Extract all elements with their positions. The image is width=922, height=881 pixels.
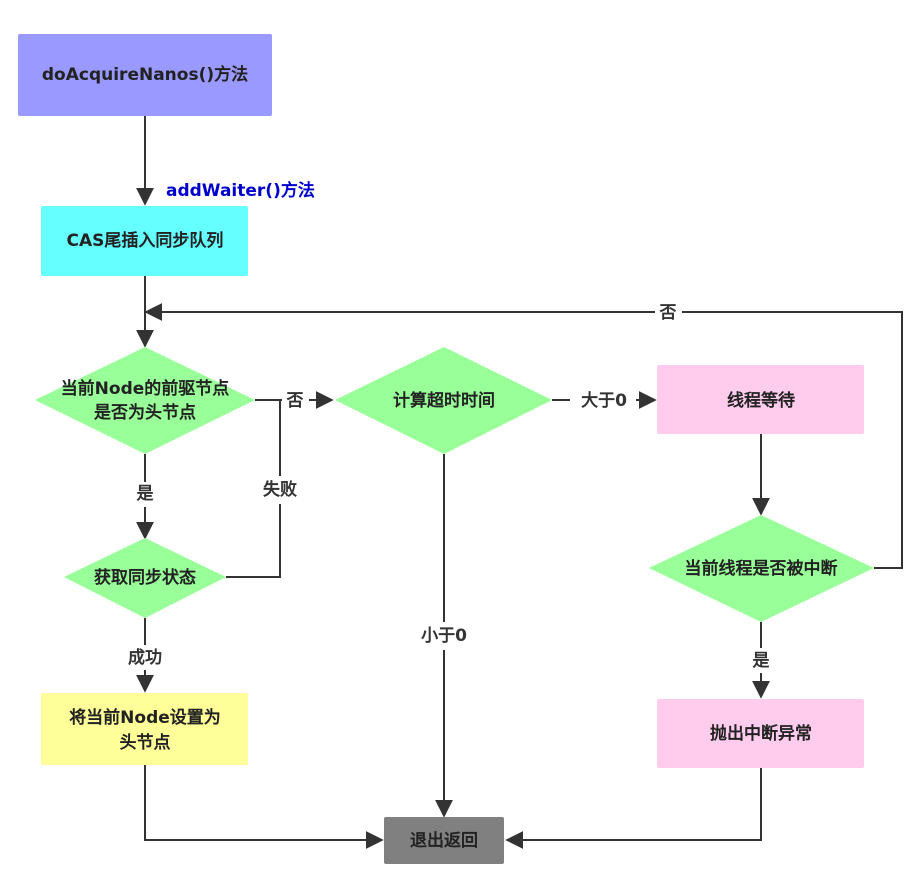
calc-timeout-node: 计算超时时间: [335, 347, 552, 454]
throw-interrupt-node: 抛出中断异常: [657, 699, 864, 768]
cas-label: CAS尾插入同步队列: [67, 230, 224, 251]
edge-label-yes-left: 是: [137, 484, 154, 504]
start-box: [18, 34, 272, 116]
edge-acquire-fail-lower: [226, 504, 281, 578]
thread-wait-label: 线程等待: [727, 390, 795, 411]
check-head-label-1: 当前Node的前驱节点: [61, 378, 230, 399]
check-head-node: 当前Node的前驱节点 是否为头节点: [35, 347, 255, 454]
acquire-state-diamond: [64, 538, 226, 618]
thread-wait-box: [657, 365, 864, 434]
acquire-state-node: 获取同步状态: [64, 538, 226, 618]
edge-interrupt-no-right: [682, 311, 903, 569]
set-head-label-1: 将当前Node设置为: [69, 707, 221, 728]
cas-box: [41, 206, 248, 276]
edge-label-no-top: 否: [659, 303, 677, 323]
check-interrupt-node: 当前线程是否被中断: [649, 515, 874, 622]
exit-node: 退出返回: [384, 817, 504, 864]
calc-timeout-diamond: [335, 347, 552, 454]
connectors: [136, 116, 903, 849]
check-interrupt-diamond: [649, 515, 874, 622]
check-head-label-2: 是否为头节点: [94, 402, 196, 423]
method-label: addWaiter()方法: [166, 180, 315, 201]
edge-label-yes-right: 是: [753, 651, 770, 671]
exit-label: 退出返回: [410, 830, 478, 851]
throw-interrupt-label: 抛出中断异常: [710, 723, 812, 744]
start-node: doAcquireNanos()方法: [18, 34, 272, 116]
edge-label-fail: 失败: [263, 479, 297, 500]
set-head-label-2: 头节点: [120, 732, 171, 753]
set-head-node: 将当前Node设置为 头节点: [41, 693, 248, 765]
edge-label-less-zero: 小于0: [421, 626, 467, 646]
edge-label-greater-zero: 大于0: [581, 390, 627, 411]
set-head-box: [41, 693, 248, 765]
throw-interrupt-box: [657, 699, 864, 768]
calc-timeout-label: 计算超时时间: [393, 390, 495, 411]
check-head-diamond: [35, 347, 255, 454]
start-label: doAcquireNanos()方法: [42, 64, 248, 85]
thread-wait-node: 线程等待: [657, 365, 864, 434]
edge-label-no-mid: 否: [286, 391, 304, 411]
exit-box: [384, 817, 504, 864]
edge-label-success: 成功: [128, 647, 162, 668]
acquire-state-label: 获取同步状态: [94, 567, 196, 588]
cas-node: CAS尾插入同步队列: [41, 206, 248, 276]
check-interrupt-label: 当前线程是否被中断: [685, 558, 838, 579]
edge-throw-to-exit: [505, 768, 762, 849]
edge-set-head-to-exit: [144, 765, 384, 849]
